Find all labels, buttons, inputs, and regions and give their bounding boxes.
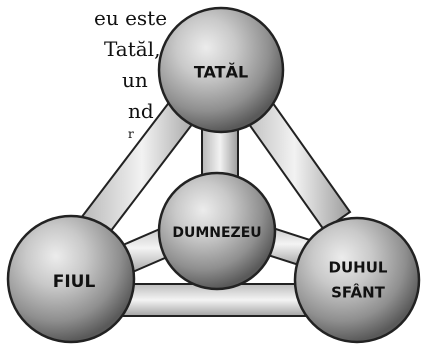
rod-center-top [201, 127, 239, 181]
sphere-duhul-sfant: DUHUL SFÂNT [293, 216, 421, 344]
label-sfant: SFÂNT [331, 283, 385, 302]
sphere-dumnezeu: DUMNEZEU [157, 171, 277, 291]
text-line-1: eu este [94, 6, 168, 30]
label-tatal: TATĂL [194, 63, 248, 82]
text-line-2: Tatăl, [104, 37, 161, 61]
text-line-3: un [122, 68, 148, 92]
sphere-fiul: FIUL [6, 214, 136, 344]
sphere-tatal: TATĂL [157, 6, 285, 134]
text-line-4: nd [128, 99, 154, 123]
label-dumnezeu: DUMNEZEU [172, 225, 261, 241]
label-duhul: DUHUL [329, 259, 388, 277]
label-fiul: FIUL [53, 272, 96, 292]
text-line-5: r [128, 127, 134, 141]
